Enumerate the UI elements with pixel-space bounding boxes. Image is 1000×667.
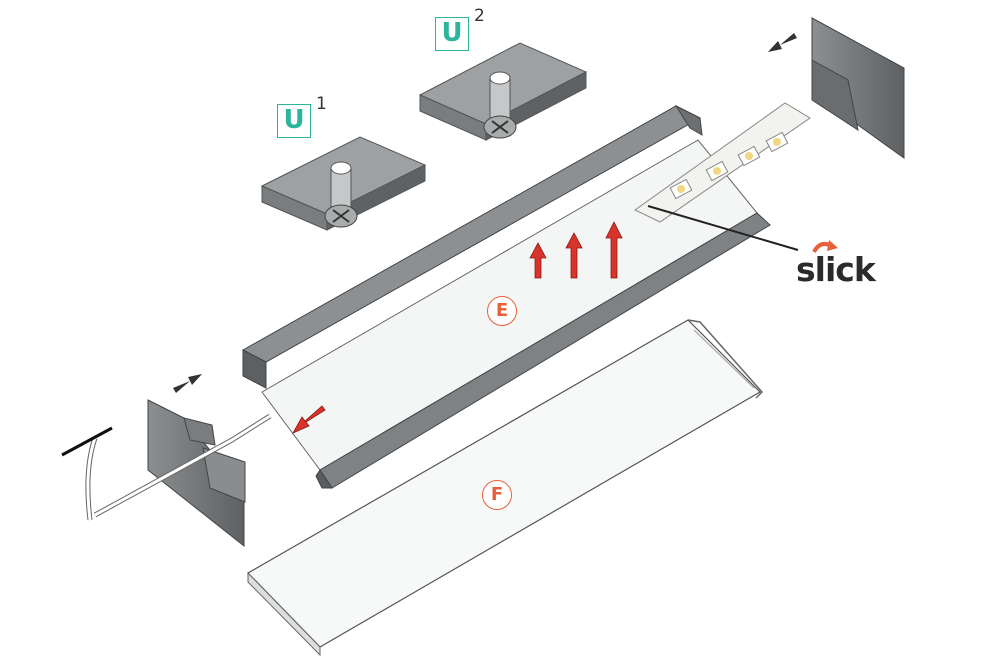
brand-leader-line	[647, 205, 799, 251]
clip-1-badge: U	[277, 104, 311, 138]
clip-2-badge: U	[435, 17, 469, 51]
end-cap-right	[811, 17, 905, 159]
end-insert-arrow	[292, 405, 326, 434]
profile-label: E	[487, 296, 517, 326]
cover-label: F	[482, 480, 512, 510]
mounting-clip-1	[260, 136, 427, 231]
mounting-clip-2	[418, 42, 588, 141]
brand-swoosh-tip	[827, 240, 838, 251]
arrow-left-cap	[173, 374, 202, 393]
clip-1-letter: U	[283, 105, 305, 135]
clip-2-letter: U	[441, 18, 463, 48]
insert-arrows	[529, 221, 623, 279]
brand-logo-text: slick	[796, 250, 876, 289]
clip-1-number: 1	[316, 94, 327, 114]
led-strip	[634, 102, 811, 223]
clip-2-number: 2	[474, 6, 485, 26]
arrow-right-cap	[768, 33, 797, 52]
end-cap-with-cable	[61, 399, 272, 548]
